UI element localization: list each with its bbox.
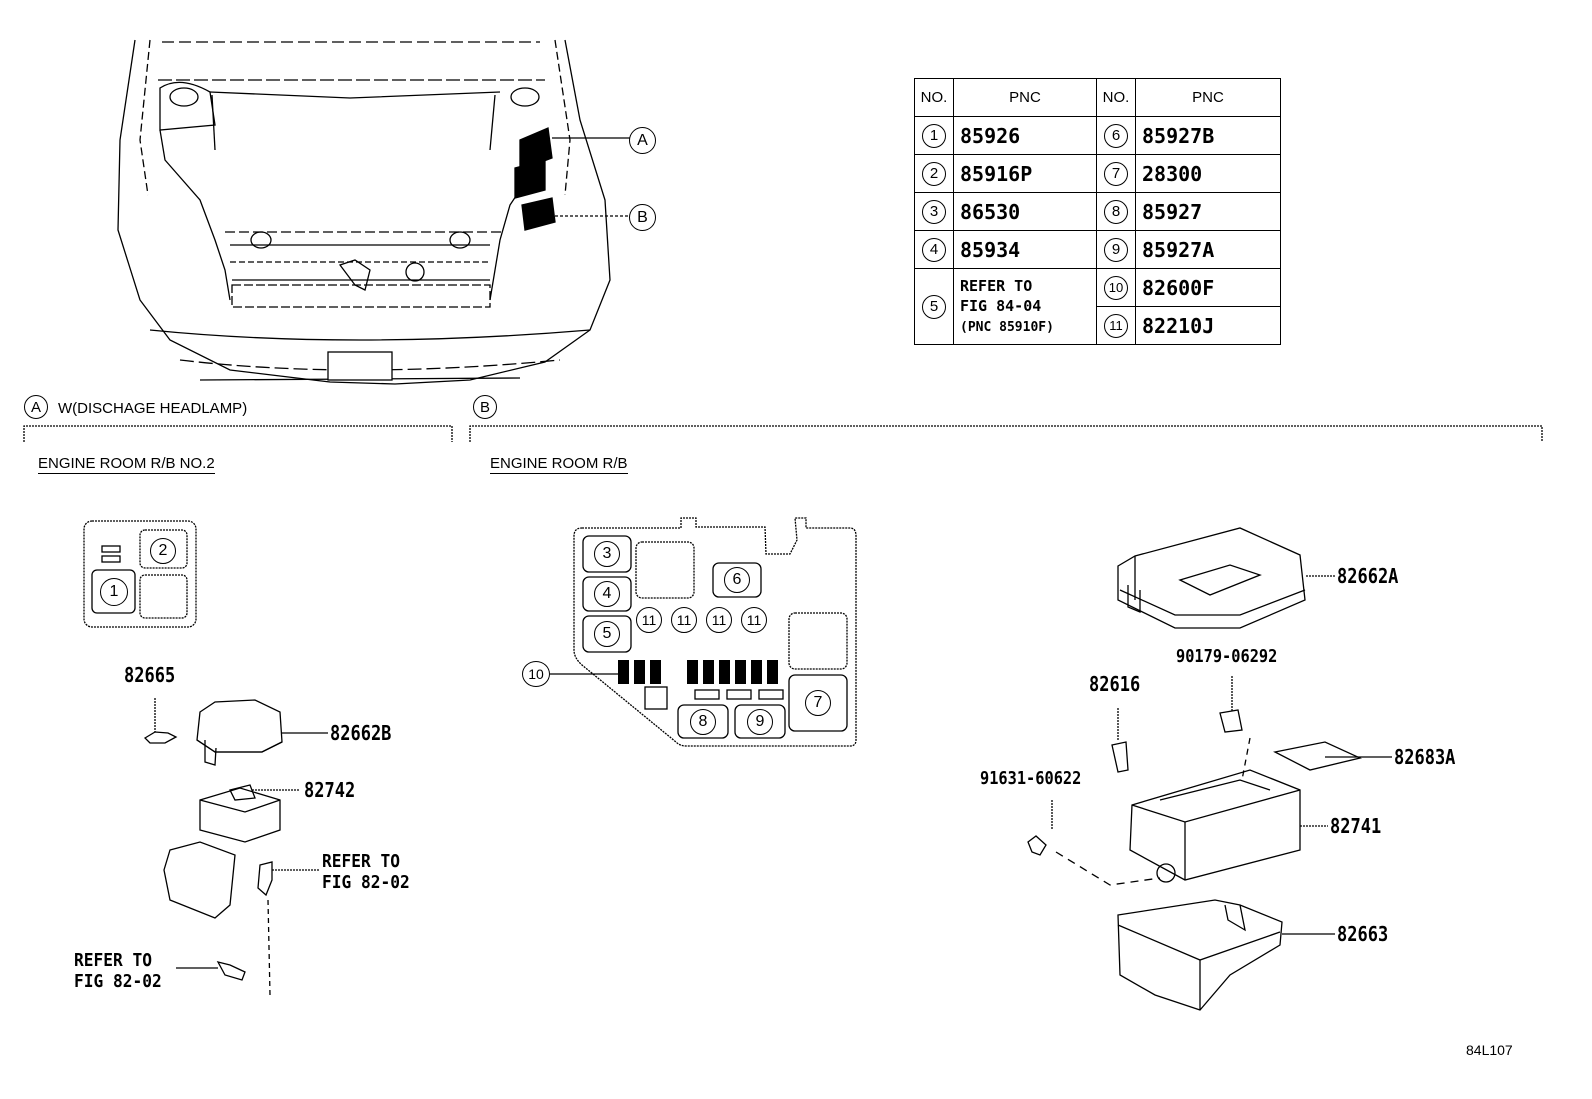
header-no-right: NO. [1096,78,1136,117]
section-b-subtitle: ENGINE ROOM R/B [490,455,628,474]
part-label-82663[interactable]: 82663 [1337,922,1389,946]
header-no-left: NO. [914,78,954,117]
diagram-code: 84L107 [1466,1042,1513,1058]
pnc-cell[interactable]: 85934 [953,230,1097,269]
rb-position-11[interactable]: 11 [671,607,697,633]
parts-a-illustration [143,698,328,996]
section-a-subtitle: ENGINE ROOM R/B NO.2 [38,455,215,474]
part-label-82741[interactable]: 82741 [1330,814,1382,838]
row-number: 2 [922,161,946,186]
table-row: 5 REFER TO FIG 84-04 (PNC 85910F) 10 826… [914,268,1281,345]
rb-position-9[interactable]: 9 [747,709,773,735]
header-pnc-right: PNC [1135,78,1281,117]
rb-position-11[interactable]: 11 [636,607,662,633]
part-label-82683a[interactable]: 82683A [1394,745,1456,769]
section-b-marker: B [473,395,497,419]
pnc-cell[interactable]: 28300 [1135,154,1281,193]
part-label-82662b[interactable]: 82662B [330,721,392,745]
part-label-82616[interactable]: 82616 [1089,672,1141,696]
section-a-marker: A [24,395,48,419]
rb2-position-2[interactable]: 2 [150,538,176,564]
header-pnc-left: PNC [953,78,1097,117]
section-a-bracket [23,425,453,442]
refer-line-1: REFER TO [74,950,153,971]
row-number: 1 [922,123,946,148]
section-a-title: W(DISCHAGE HEADLAMP) [58,400,248,417]
row-number: 6 [1104,123,1128,148]
refer-line-2: FIG 82-02 [74,971,162,992]
table-row: 11 82210J [915,306,1281,345]
note-line-2[interactable]: FIG 84-04 [960,296,1042,315]
rb-position-8[interactable]: 8 [690,709,716,735]
row-number: 10 [1104,275,1128,300]
callout-b[interactable]: B [629,204,656,231]
rb-position-11[interactable]: 11 [706,607,732,633]
table-row: 4 85934 9 85927A [914,230,1281,269]
table-row: 2 85916P 7 28300 [914,154,1281,193]
note-line-1: REFER TO [960,276,1033,295]
refer-line-1: REFER TO [322,851,401,872]
fuse-bank [618,660,778,684]
pnc-cell[interactable]: 82210J [1135,306,1281,345]
pnc-cell[interactable]: 86530 [953,192,1097,231]
part-label-82665[interactable]: 82665 [124,663,176,687]
rb-position-11[interactable]: 11 [741,607,767,633]
part-label-90179-06292[interactable]: 90179-06292 [1176,646,1278,667]
pnc-cell[interactable]: 85926 [953,116,1097,155]
part-label-91631-60622[interactable]: 91631-60622 [980,768,1082,789]
rb-position-10[interactable]: 10 [522,661,550,687]
rb-position-5[interactable]: 5 [594,621,620,647]
row-number: 7 [1104,161,1128,186]
row-number: 8 [1104,199,1128,224]
refer-note-cell: REFER TO FIG 84-04 (PNC 85910F) [953,268,1097,345]
row-number: 9 [1104,237,1128,262]
pnc-cell[interactable]: 82600F [1135,268,1281,307]
callout-a[interactable]: A [629,127,656,154]
rb-position-3[interactable]: 3 [594,541,620,567]
table-header-row: NO. PNC NO. PNC [914,78,1281,117]
parts-b-illustration [1027,527,1392,1011]
row-number: 4 [922,237,946,262]
table-row: 3 86530 8 85927 [914,192,1281,231]
pnc-table: NO. PNC NO. PNC 1 85926 6 85927B 2 85916… [914,78,1281,345]
car-front-illustration [117,39,630,385]
rb-no2-layout-box [83,520,197,628]
pnc-cell[interactable]: 85927B [1135,116,1281,155]
rb-position-6[interactable]: 6 [724,567,750,593]
part-label-82742[interactable]: 82742 [304,778,356,802]
part-label-82662a[interactable]: 82662A [1337,564,1399,588]
note-line-3: (PNC 85910F) [960,319,1054,335]
table-row: 1 85926 6 85927B [914,116,1281,155]
row-number: 11 [1104,313,1128,338]
rb2-position-1[interactable]: 1 [100,578,128,606]
rb-position-7[interactable]: 7 [805,690,831,716]
section-b-bracket [469,425,1543,442]
row-number: 3 [922,199,946,224]
refer-line-2: FIG 82-02 [322,872,410,893]
row-number: 5 [922,294,946,319]
rb-position-4[interactable]: 4 [594,581,620,607]
pnc-cell[interactable]: 85927A [1135,230,1281,269]
pnc-cell[interactable]: 85916P [953,154,1097,193]
rb-layout-box [550,517,857,747]
pnc-cell[interactable]: 85927 [1135,192,1281,231]
